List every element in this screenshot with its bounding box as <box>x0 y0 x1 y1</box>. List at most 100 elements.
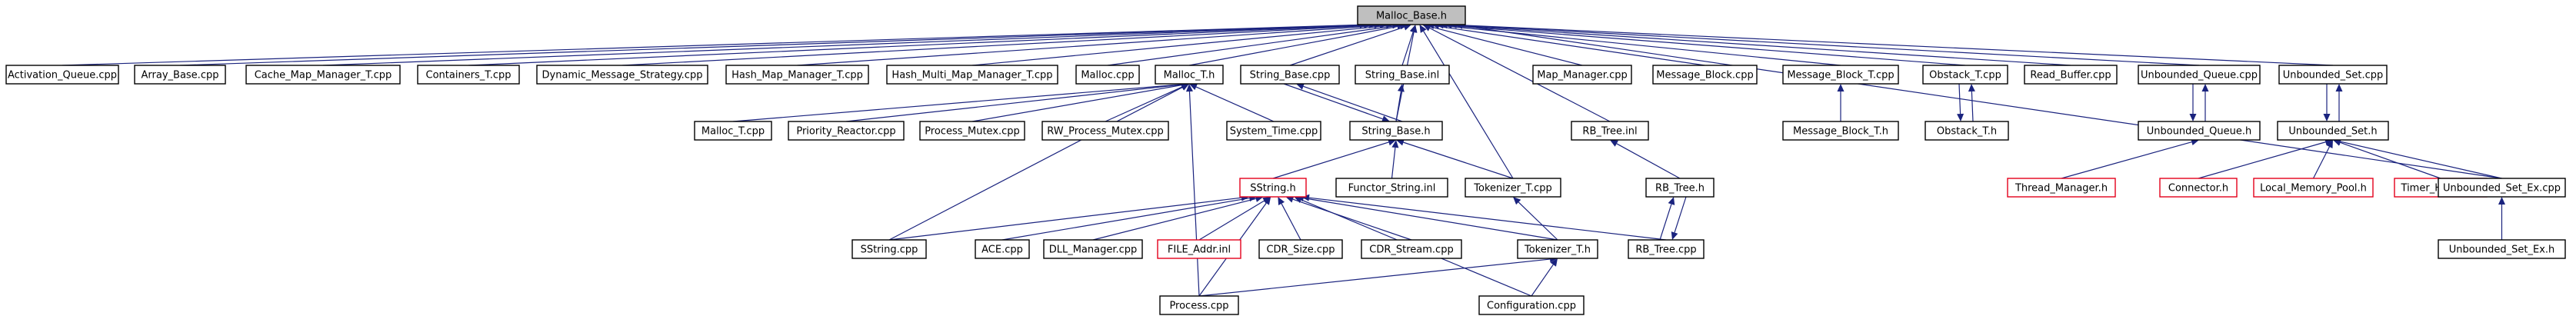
node-label: Map_Manager.cpp <box>1537 70 1628 81</box>
node-label: Unbounded_Set.h <box>2288 126 2377 138</box>
edge-string-base-h-to-string-base-inl-head <box>1397 84 1405 92</box>
node-obstack-t-cpp[interactable]: Obstack_T.cpp <box>1922 65 2008 85</box>
node-box <box>2277 121 2389 141</box>
edge-rb-tree-inl-to-malloc-base-h <box>1429 28 1611 122</box>
node-malloc-cpp[interactable]: Malloc.cpp <box>1075 65 1140 85</box>
node-malloc-base-h[interactable]: Malloc_Base.h <box>1357 5 1466 25</box>
edge-system-time-cpp-to-malloc-t-h <box>1195 86 1275 122</box>
node-priority-reactor-cpp[interactable]: Priority_Reactor.cpp <box>788 121 905 141</box>
node-read-buffer-cpp[interactable]: Read_Buffer.cpp <box>2024 65 2118 85</box>
node-map-manager-cpp[interactable]: Map_Manager.cpp <box>1532 65 1632 85</box>
node-label: RB_Tree.h <box>1655 183 1705 195</box>
node-label: Malloc.cpp <box>1081 70 1134 81</box>
node-configuration-cpp[interactable]: Configuration.cpp <box>1478 295 1585 315</box>
node-dll-manager-cpp[interactable]: DLL_Manager.cpp <box>1043 239 1143 259</box>
node-message-block-cpp[interactable]: Message_Block.cpp <box>1652 65 1758 85</box>
node-unbounded-queue-cpp[interactable]: Unbounded_Queue.cpp <box>2138 65 2261 85</box>
node-tokenizer-t-h[interactable]: Tokenizer_T.h <box>1517 239 1598 259</box>
node-cache-map-manager-t-cpp[interactable]: Cache_Map_Manager_T.cpp <box>245 65 401 85</box>
node-label: Unbounded_Queue.cpp <box>2141 70 2258 81</box>
edge-process-cpp-to-sstring-h-head <box>1263 197 1271 205</box>
edge-sstring-cpp-to-malloc-t-h <box>888 87 1183 241</box>
node-process-mutex-cpp[interactable]: Process_Mutex.cpp <box>919 121 1025 141</box>
edge-rb-tree-h-to-rb-tree-cpp-head <box>1671 231 1678 240</box>
edge-connector-h-to-unbounded-set-h <box>2198 141 2326 179</box>
node-message-block-t-h[interactable]: Message_Block_T.h <box>1782 121 1899 141</box>
edge-string-base-inl-to-malloc-base-h <box>1401 32 1414 66</box>
node-label: String_Base.h <box>1361 126 1430 138</box>
node-label: Tokenizer_T.cpp <box>1473 183 1551 195</box>
node-label: Functor_String.inl <box>1348 183 1436 195</box>
node-tokenizer-t-cpp[interactable]: Tokenizer_T.cpp <box>1465 178 1561 198</box>
node-unbounded-set-ex-cpp[interactable]: Unbounded_Set_Ex.cpp <box>2438 178 2566 198</box>
node-thread-manager-h[interactable]: Thread_Manager.h <box>2007 178 2116 198</box>
node-unbounded-set-ex-h[interactable]: Unbounded_Set_Ex.h <box>2438 239 2566 259</box>
edge-process-cpp-to-tokenizer-t-h <box>1198 258 1551 297</box>
node-box <box>886 65 1058 85</box>
edge-rb-tree-h-to-rb-tree-cpp <box>1674 196 1687 233</box>
node-box <box>1628 239 1705 259</box>
edge-hash-multi-map-manager-t-cpp-to-malloc-base-h <box>971 25 1393 66</box>
node-string-base-inl[interactable]: String_Base.inl <box>1355 65 1450 85</box>
node-malloc-t-h[interactable]: Malloc_T.h <box>1155 65 1224 85</box>
node-array-base-cpp[interactable]: Array_Base.cpp <box>134 65 226 85</box>
node-activation-queue-cpp[interactable]: Activation_Queue.cpp <box>5 65 119 85</box>
node-rb-tree-cpp[interactable]: RB_Tree.cpp <box>1628 239 1705 259</box>
node-string-base-cpp[interactable]: String_Base.cpp <box>1240 65 1340 85</box>
edge-string-base-h-to-string-base-cpp-head <box>1296 83 1305 90</box>
edge-sstring-h-to-string-base-h <box>1272 141 1389 179</box>
node-label: String_Base.cpp <box>1250 70 1331 81</box>
node-unbounded-set-h[interactable]: Unbounded_Set.h <box>2277 121 2389 141</box>
node-system-time-cpp[interactable]: System_Time.cpp <box>1226 121 1321 141</box>
node-label: Malloc_Base.h <box>1376 11 1447 22</box>
node-hash-map-manager-t-cpp[interactable]: Hash_Map_Manager_T.cpp <box>725 65 869 85</box>
node-label: Message_Block_T.h <box>1793 126 1888 138</box>
edge-process-mutex-cpp-to-malloc-t-h <box>971 85 1182 122</box>
node-cdr-size-cpp[interactable]: CDR_Size.cpp <box>1258 239 1343 259</box>
node-obstack-t-h[interactable]: Obstack_T.h <box>1925 121 2009 141</box>
node-label: Configuration.cpp <box>1487 301 1576 312</box>
node-message-block-t-cpp[interactable]: Message_Block_T.cpp <box>1782 65 1899 85</box>
node-label: System_Time.cpp <box>1230 126 1318 138</box>
node-functor-string-inl[interactable]: Functor_String.inl <box>1335 178 1448 198</box>
edge-obstack-t-h-to-obstack-t-cpp <box>1971 91 1974 122</box>
node-hash-multi-map-manager-t-cpp[interactable]: Hash_Multi_Map_Manager_T.cpp <box>886 65 1058 85</box>
edge-priority-reactor-cpp-to-malloc-t-h <box>845 84 1182 122</box>
edge-unbounded-set-ex-h-to-unbounded-set-ex-cpp-head <box>2498 197 2505 205</box>
node-cdr-stream-cpp[interactable]: CDR_Stream.cpp <box>1361 239 1462 259</box>
node-label: Obstack_T.h <box>1937 126 1997 138</box>
node-rw-process-mutex-cpp[interactable]: RW_Process_Mutex.cpp <box>1041 121 1169 141</box>
edge-sstring-cpp-to-malloc-t-h-head <box>1181 84 1189 91</box>
node-unbounded-set-cpp[interactable]: Unbounded_Set.cpp <box>2278 65 2388 85</box>
edge-thread-manager-h-to-unbounded-queue-h <box>2061 141 2192 179</box>
node-dynamic-message-strategy-cpp[interactable]: Dynamic_Message_Strategy.cpp <box>536 65 708 85</box>
node-sstring-h[interactable]: SString.h <box>1239 178 1307 198</box>
node-rb-tree-inl[interactable]: RB_Tree.inl <box>1571 121 1649 141</box>
node-label: ACE.cpp <box>981 244 1023 256</box>
node-file-addr-inl[interactable]: FILE_Addr.inl <box>1157 239 1241 259</box>
edge-tokenizer-t-cpp-to-string-base-h-head <box>1396 138 1405 146</box>
node-containers-t-cpp[interactable]: Containers_T.cpp <box>417 65 520 85</box>
node-connector-h[interactable]: Connector.h <box>2159 178 2238 198</box>
node-box <box>2138 65 2261 85</box>
edge-string-base-cpp-to-malloc-base-h-head <box>1403 23 1412 31</box>
node-ace-cpp[interactable]: ACE.cpp <box>975 239 1030 259</box>
edge-configuration-cpp-to-tokenizer-t-h-head <box>1550 258 1558 267</box>
node-rb-tree-h[interactable]: RB_Tree.h <box>1645 178 1715 198</box>
node-box <box>1159 295 1239 315</box>
node-process-cpp[interactable]: Process.cpp <box>1159 295 1239 315</box>
node-label: String_Base.inl <box>1365 70 1440 81</box>
edge-cdr-size-cpp-to-sstring-h-head <box>1278 197 1285 205</box>
node-string-base-h[interactable]: String_Base.h <box>1349 121 1443 141</box>
node-box <box>919 121 1025 141</box>
node-sstring-cpp[interactable]: SString.cpp <box>851 239 927 259</box>
node-unbounded-queue-h[interactable]: Unbounded_Queue.h <box>2138 121 2261 141</box>
node-malloc-t-cpp[interactable]: Malloc_T.cpp <box>694 121 772 141</box>
node-local-memory-pool-h[interactable]: Local_Memory_Pool.h <box>2253 178 2374 198</box>
edge-string-base-h-to-string-base-cpp <box>1303 85 1403 122</box>
node-box <box>1532 65 1632 85</box>
edge-dynamic-message-strategy-cpp-to-malloc-base-h <box>622 24 1381 66</box>
